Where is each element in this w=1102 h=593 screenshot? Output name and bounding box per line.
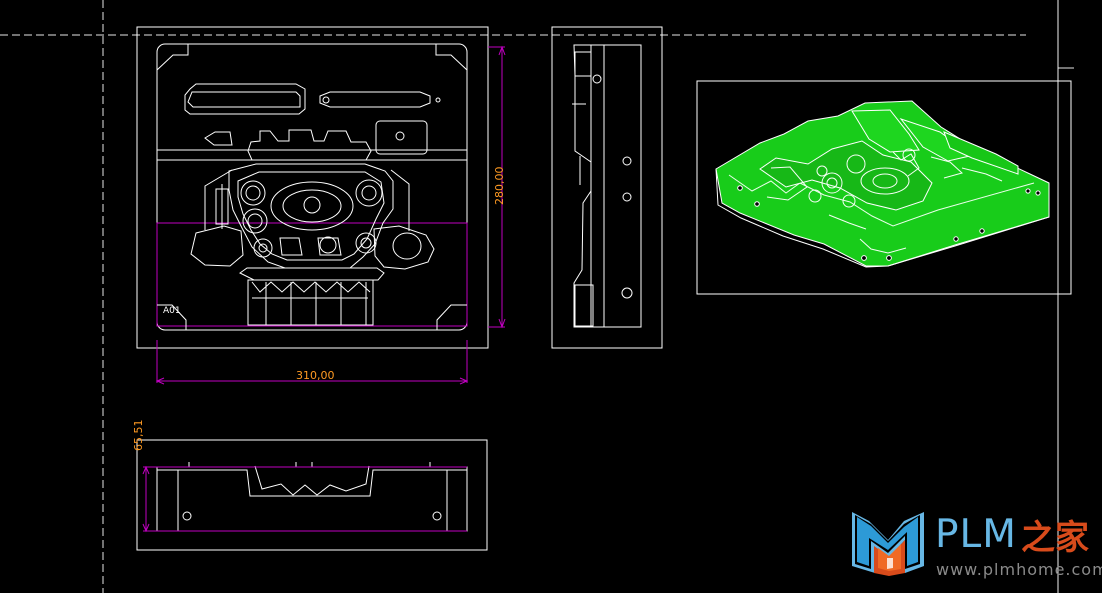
isometric-view <box>696 80 1072 295</box>
watermark-brand: PLM <box>935 512 1017 557</box>
side-view <box>551 26 663 349</box>
watermark-brand-cn: 之家 <box>1021 518 1089 558</box>
drawing-frame-lines <box>0 0 1074 593</box>
part-label: A01 <box>163 306 181 316</box>
width-dimension-label: 310,00 <box>296 369 335 382</box>
watermark-url: www.plmhome.com <box>936 560 1102 579</box>
m-logo-icon <box>852 512 924 576</box>
bottom-view <box>136 439 488 551</box>
height-dimension-label: 280,00 <box>493 166 506 206</box>
front-view <box>136 26 506 385</box>
depth-dimension-label: 65,51 <box>132 419 145 452</box>
